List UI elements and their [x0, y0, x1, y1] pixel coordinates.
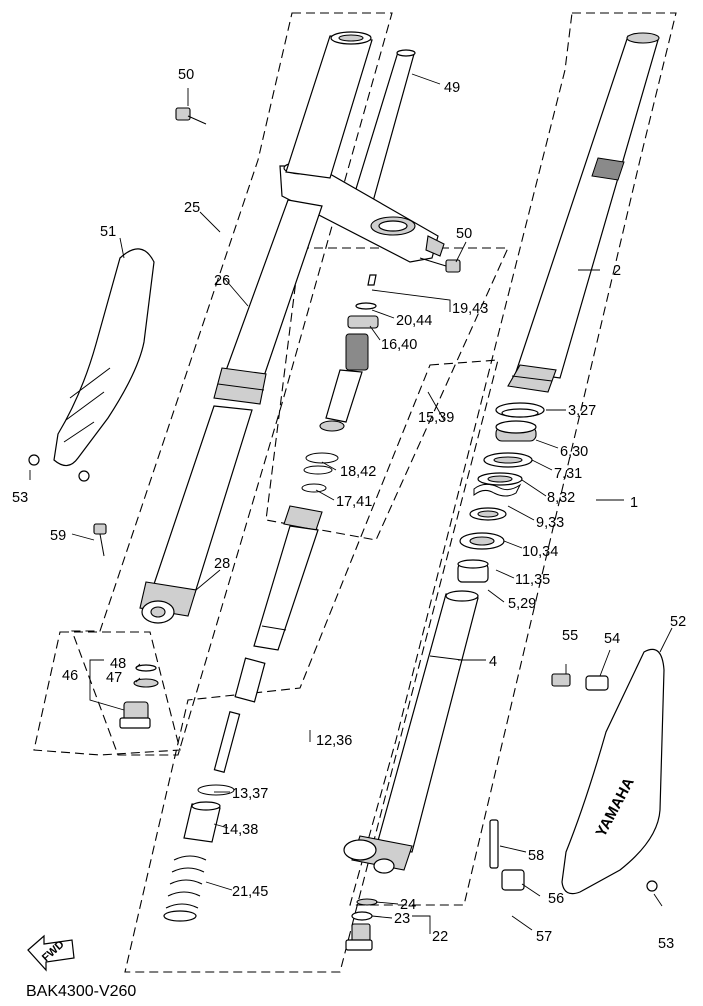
callout-7-31: 7,31	[554, 466, 582, 482]
leader-lines	[29, 73, 673, 934]
callout-4: 4	[489, 654, 497, 670]
callout-18-42: 18,42	[340, 464, 376, 480]
bolts	[93, 107, 461, 557]
forward-direction-arrow: FWD	[27, 934, 75, 972]
callout-3-27: 3,27	[568, 403, 596, 419]
callout-49: 49	[444, 80, 460, 96]
callout-46: 46	[62, 668, 78, 684]
damper-cartridge	[163, 274, 379, 922]
callout-labels: 1 2 3,27 4 5,29 6,30 7,31 8,32 9,33 10,3…	[12, 67, 686, 952]
callout-28: 28	[214, 556, 230, 572]
callout-12-36: 12,36	[316, 733, 352, 749]
callout-53-right: 53	[658, 936, 674, 952]
callout-2: 2	[613, 263, 621, 279]
right-fork-seals-stack	[457, 402, 545, 583]
left-lower-leg	[119, 405, 253, 729]
callout-59: 59	[50, 528, 66, 544]
callout-26: 26	[214, 273, 230, 289]
right-fork-assembly-boundary	[349, 12, 677, 906]
callout-10-34: 10,34	[522, 544, 558, 560]
callout-23: 23	[394, 911, 410, 927]
callout-50-lower: 50	[456, 226, 472, 242]
callout-51: 51	[100, 224, 116, 240]
right-fork-tube	[507, 32, 660, 393]
callout-24: 24	[400, 897, 416, 913]
callout-11-35: 11,35	[515, 572, 550, 588]
damper-assembly-boundary	[124, 359, 499, 973]
callout-57: 57	[536, 929, 552, 945]
diagram-reference-code: BAK4300-V260	[26, 983, 136, 1000]
callout-17-41: 17,41	[336, 494, 372, 510]
callout-50-upper: 50	[178, 67, 194, 83]
assembly-boundaries	[33, 12, 677, 973]
callout-19-43: 19,43	[452, 301, 488, 317]
callout-22: 22	[432, 929, 448, 945]
callout-48: 48	[110, 656, 126, 672]
callout-1: 1	[630, 495, 638, 511]
callout-55: 55	[562, 628, 578, 644]
callout-54: 54	[604, 631, 620, 647]
callout-58: 58	[528, 848, 544, 864]
callout-16-40: 16,40	[381, 337, 417, 353]
callout-5-29: 5,29	[508, 596, 536, 612]
axle-holder-boundary	[33, 631, 181, 756]
left-fork-guard	[28, 248, 155, 482]
callout-52: 52	[670, 614, 686, 630]
callout-9-33: 9,33	[536, 515, 564, 531]
callout-47: 47	[106, 670, 122, 686]
callout-21-45: 21,45	[232, 884, 268, 900]
cartridge-subassembly-boundary	[265, 247, 509, 541]
callout-53-left: 53	[12, 490, 28, 506]
callout-6-30: 6,30	[560, 444, 588, 460]
right-fork-guard: YAMAHA	[489, 648, 665, 895]
callout-15-39: 15,39	[418, 410, 454, 426]
callout-14-38: 14,38	[222, 822, 258, 838]
left-fork-assembly-boundary	[71, 12, 393, 756]
callout-25: 25	[184, 200, 200, 216]
right-outer-tube	[343, 590, 479, 951]
callout-8-32: 8,32	[547, 490, 575, 506]
left-fork-tube	[213, 31, 373, 405]
steering-stem-and-clamps	[279, 49, 445, 263]
callout-13-37: 13,37	[232, 786, 268, 802]
callout-56: 56	[548, 891, 564, 907]
callout-20-44: 20,44	[396, 313, 432, 329]
